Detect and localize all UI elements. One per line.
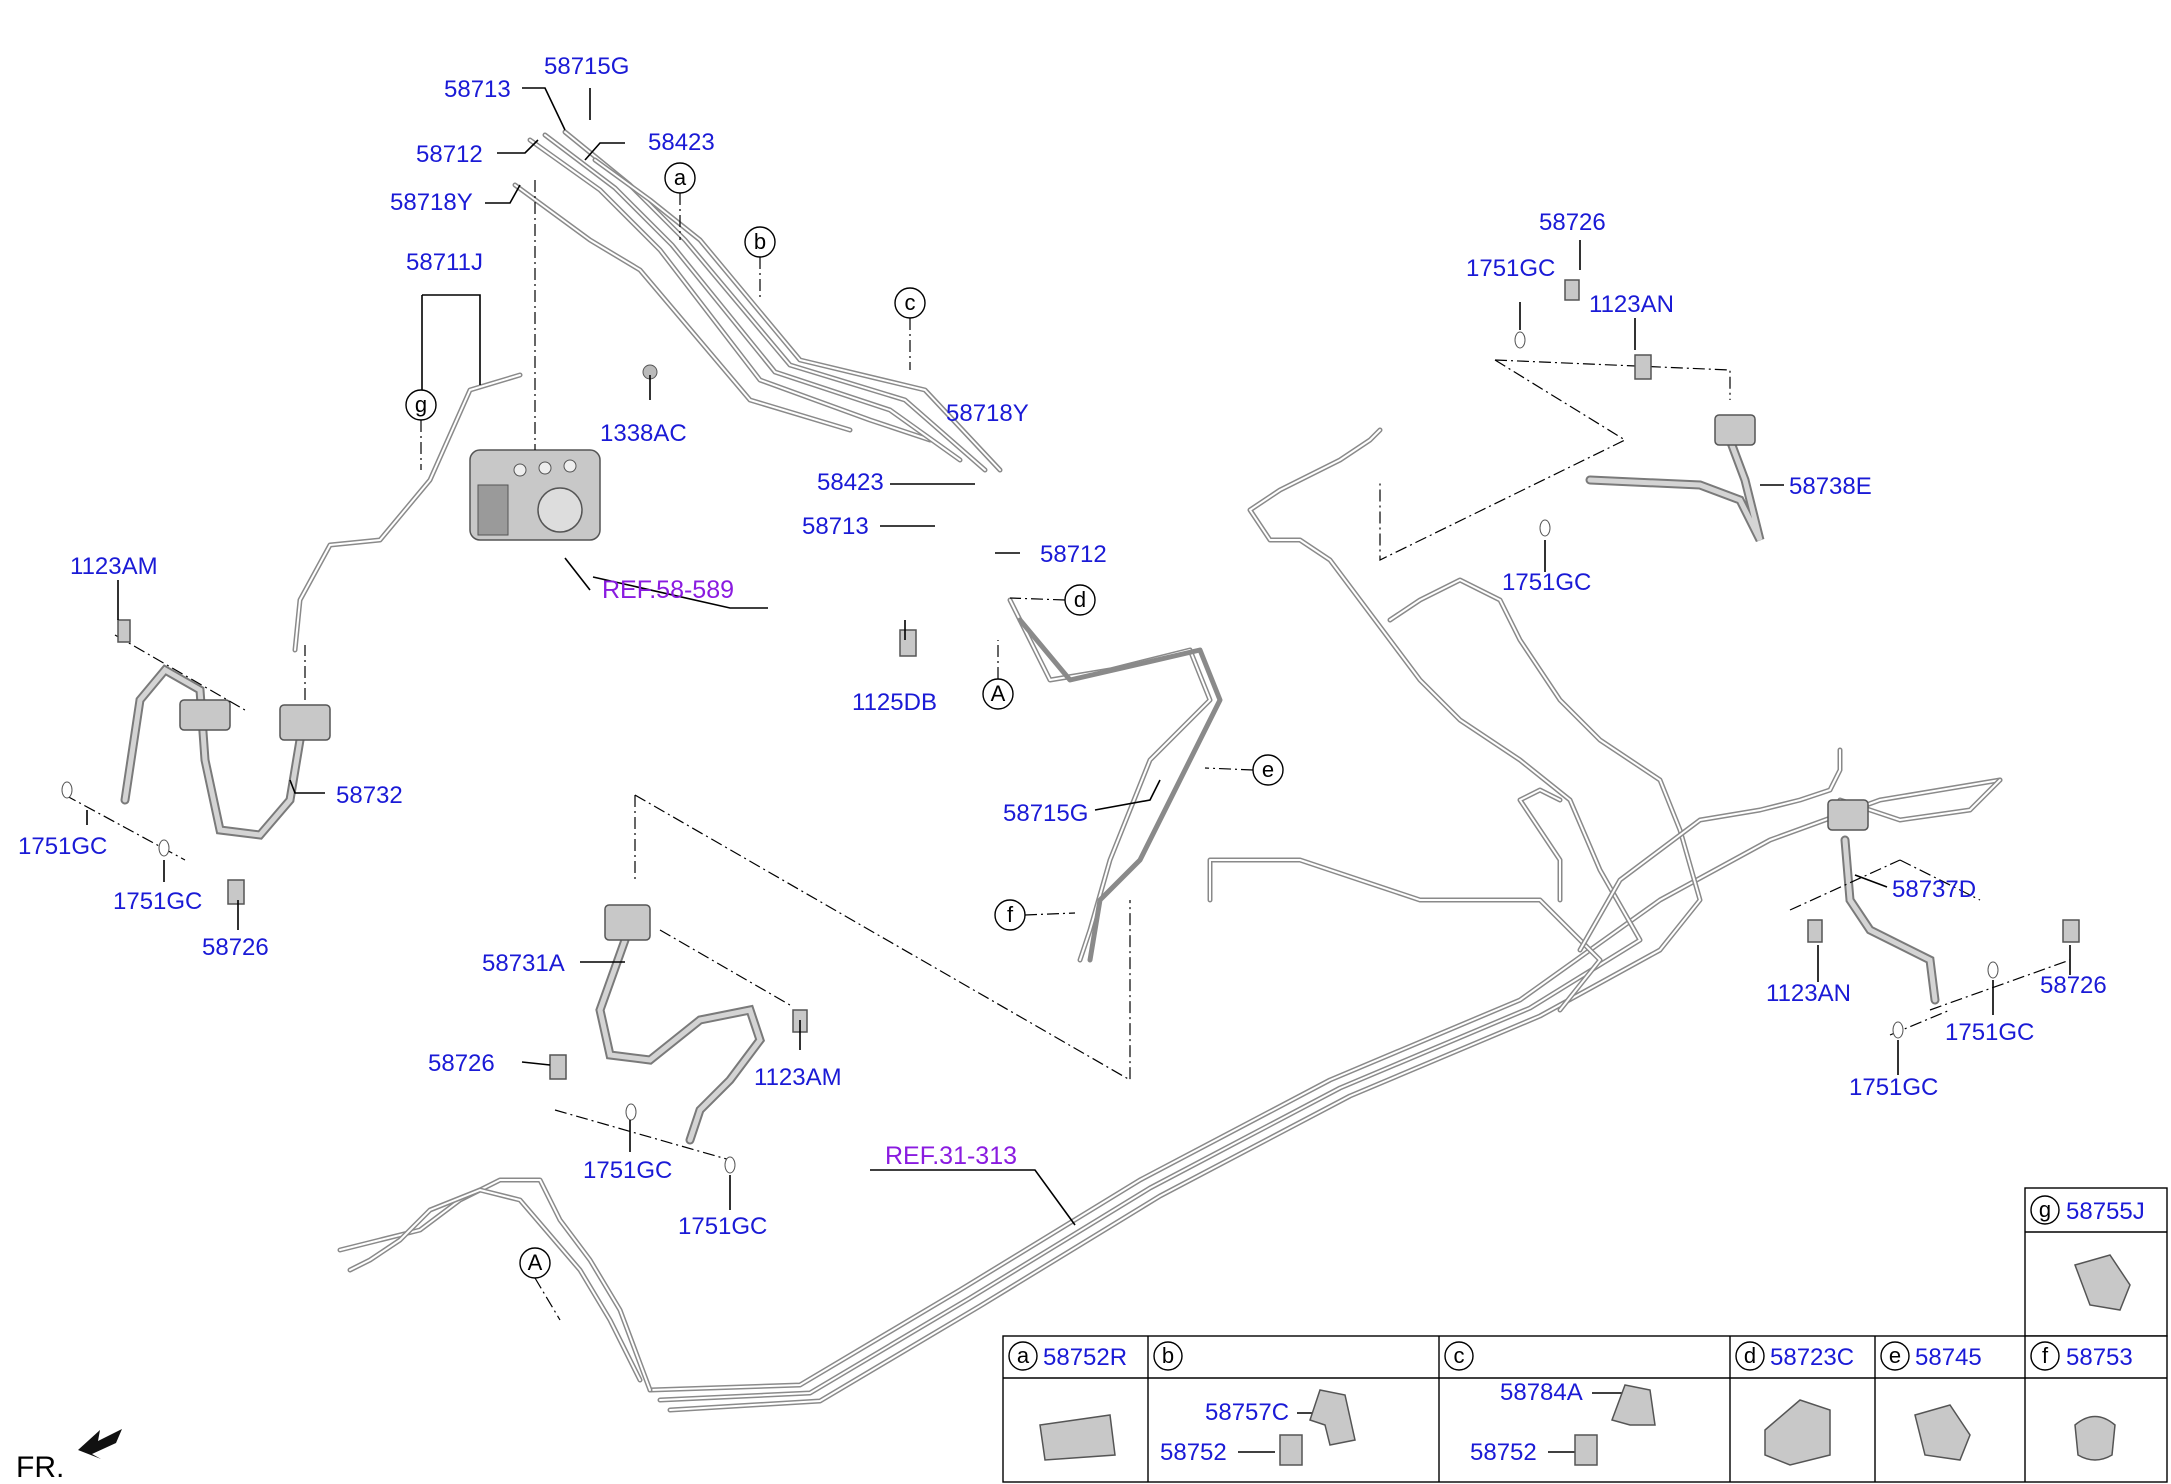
svg-text:A: A: [991, 681, 1006, 706]
svg-text:58753: 58753: [2066, 1344, 2133, 1371]
label-58726-tr[interactable]: 58726: [1539, 209, 1606, 236]
svg-text:58757C: 58757C: [1205, 1399, 1289, 1426]
legend-f[interactable]: f 58753: [2030, 1341, 2133, 1371]
reference-labels: REF.58-589 REF.31-313: [602, 576, 1017, 1170]
legend-a[interactable]: a 58752R: [1008, 1341, 1127, 1371]
label-58737d[interactable]: 58737D: [1892, 876, 1976, 903]
label-58726-left[interactable]: 58726: [202, 934, 269, 961]
svg-text:58752: 58752: [1160, 1439, 1227, 1466]
callouts: a b c d e f g A A: [405, 162, 1284, 1279]
label-58711j[interactable]: 58711J: [406, 249, 483, 276]
label-1751gc-tr1[interactable]: 1751GC: [1466, 255, 1555, 282]
front-direction-indicator: FR.: [16, 1429, 122, 1484]
phantom-lines: [64, 180, 2071, 1161]
legend-e[interactable]: e 58745: [1880, 1341, 1982, 1371]
label-1751gc-l1[interactable]: 1751GC: [18, 833, 107, 860]
part-labels: 58713 58715G 58712 58423 58718Y 58711J 1…: [18, 53, 2107, 1240]
label-1123am-left[interactable]: 1123AM: [70, 553, 158, 580]
label-58712-top[interactable]: 58712: [416, 141, 483, 168]
svg-text:58755J: 58755J: [2066, 1198, 2145, 1225]
svg-text:58752R: 58752R: [1043, 1344, 1127, 1371]
ref-31-313[interactable]: REF.31-313: [885, 1142, 1017, 1170]
callout-g[interactable]: g: [405, 389, 437, 421]
label-1751gc-m2[interactable]: 1751GC: [678, 1213, 767, 1240]
svg-text:b: b: [754, 229, 766, 254]
parts-legend: g 58755J a 58752R b 58757C 58752: [1002, 1187, 2168, 1483]
front-label: FR.: [16, 1451, 64, 1484]
label-1751gc-r1[interactable]: 1751GC: [1945, 1019, 2034, 1046]
svg-text:d: d: [1074, 587, 1086, 612]
legend-c[interactable]: c 58784A 58752: [1444, 1341, 1583, 1466]
svg-text:58745: 58745: [1915, 1344, 1982, 1371]
svg-text:58752: 58752: [1470, 1439, 1537, 1466]
label-1125db[interactable]: 1125DB: [852, 689, 937, 716]
hose-58737d: [1827, 799, 1940, 1005]
svg-text:e: e: [1262, 757, 1274, 782]
callout-pointers: [420, 193, 1254, 1321]
svg-text:58784A: 58784A: [1500, 1379, 1583, 1406]
label-1123an-tr[interactable]: 1123AN: [1589, 291, 1674, 318]
hose-58738e: [1585, 414, 1765, 543]
svg-text:A: A: [528, 1250, 543, 1275]
label-1751gc-m1[interactable]: 1751GC: [583, 1157, 672, 1184]
leader-lines: [86, 87, 2071, 1226]
svg-text:e: e: [1889, 1343, 1901, 1368]
svg-text:a: a: [1017, 1343, 1030, 1368]
label-58726-r[interactable]: 58726: [2040, 972, 2107, 999]
label-58712-mid[interactable]: 58712: [1040, 541, 1107, 568]
label-1751gc-tr2[interactable]: 1751GC: [1502, 569, 1591, 596]
legend-g[interactable]: g 58755J: [2030, 1195, 2145, 1225]
callout-f[interactable]: f: [994, 899, 1026, 931]
callout-A-top[interactable]: A: [982, 678, 1014, 710]
label-58726-mid[interactable]: 58726: [428, 1050, 495, 1077]
hose-58732: [120, 664, 331, 840]
callout-A-bottom[interactable]: A: [519, 1247, 551, 1279]
callout-d[interactable]: d: [1064, 584, 1096, 616]
svg-text:g: g: [415, 392, 427, 417]
hose-58711j: [292, 372, 523, 653]
svg-text:f: f: [2042, 1343, 2049, 1368]
hose-58731a: [595, 904, 766, 1145]
ref-58-589[interactable]: REF.58-589: [602, 576, 734, 604]
label-1123an-r[interactable]: 1123AN: [1766, 980, 1851, 1007]
svg-text:g: g: [2039, 1197, 2051, 1222]
label-58423-mid[interactable]: 58423: [817, 469, 884, 496]
callout-a[interactable]: a: [664, 162, 696, 194]
label-58731a[interactable]: 58731A: [482, 950, 565, 977]
legend-b[interactable]: b 58757C 58752: [1153, 1341, 1289, 1466]
callout-e[interactable]: e: [1252, 754, 1284, 786]
main-brake-pipes: [647, 427, 2003, 1413]
label-58732[interactable]: 58732: [336, 782, 403, 809]
label-58715g-top[interactable]: 58715G: [544, 53, 629, 80]
svg-text:c: c: [905, 290, 916, 315]
callout-c[interactable]: c: [894, 287, 926, 319]
svg-text:a: a: [674, 165, 687, 190]
label-1751gc-l2[interactable]: 1751GC: [113, 888, 202, 915]
label-58718y-top[interactable]: 58718Y: [390, 189, 473, 216]
label-58713-top[interactable]: 58713: [444, 76, 511, 103]
svg-text:f: f: [1007, 902, 1014, 927]
center-line-58715g: [1017, 617, 1223, 963]
label-58423-top[interactable]: 58423: [648, 129, 715, 156]
label-1123am-mid[interactable]: 1123AM: [754, 1064, 842, 1091]
label-58715g-mid[interactable]: 58715G: [1003, 800, 1088, 827]
front-left-pipes: [337, 1177, 653, 1393]
svg-text:d: d: [1744, 1343, 1756, 1368]
label-58713-mid[interactable]: 58713: [802, 513, 869, 540]
label-1751gc-r2[interactable]: 1751GC: [1849, 1074, 1938, 1101]
svg-text:b: b: [1162, 1343, 1174, 1368]
hardware: [61, 279, 2080, 1174]
label-1338ac[interactable]: 1338AC: [600, 420, 687, 447]
front-arrow-icon: [78, 1429, 122, 1459]
label-58718y-mid[interactable]: 58718Y: [946, 400, 1029, 427]
abs-modulator: [469, 449, 601, 541]
svg-text:c: c: [1454, 1343, 1465, 1368]
callout-b[interactable]: b: [744, 226, 776, 258]
svg-text:58723C: 58723C: [1770, 1344, 1854, 1371]
legend-d[interactable]: d 58723C: [1735, 1341, 1854, 1371]
label-58738e[interactable]: 58738E: [1789, 473, 1872, 500]
